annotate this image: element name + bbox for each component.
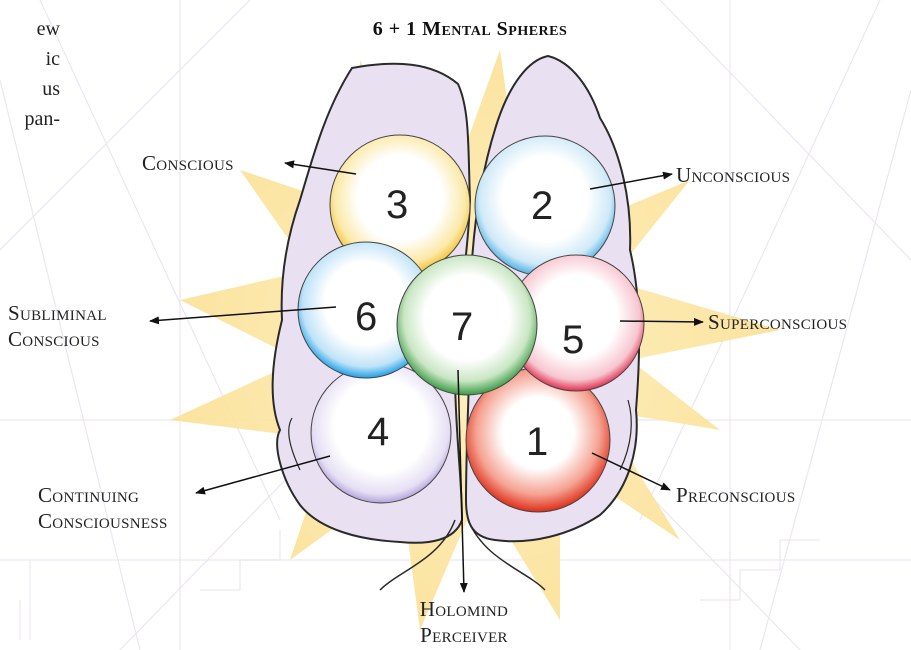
label-superconscious: Superconscious (708, 309, 847, 335)
side-text-line: pan- (0, 104, 60, 134)
sphere-4-number: 4 (367, 410, 389, 454)
label-line: Continuing (38, 482, 168, 508)
side-text-line: us (0, 74, 60, 104)
label-conscious: Conscious (142, 150, 234, 176)
label-line: Holomind (394, 596, 534, 622)
diagram-title: 6 + 1 Mental Spheres (300, 18, 640, 41)
label-holomind-perceiver: Holomind Perceiver (394, 596, 534, 648)
sphere-3-number: 3 (386, 183, 408, 227)
side-text-line: ew (0, 14, 60, 44)
label-unconscious: Unconscious (676, 162, 790, 188)
sphere-2-number: 2 (531, 184, 553, 228)
label-preconscious: Preconscious (676, 482, 795, 508)
sphere-5-number: 5 (562, 318, 584, 362)
label-subliminal-conscious: Subliminal Conscious (8, 300, 107, 352)
sphere-7-number: 7 (451, 305, 473, 349)
label-continuing-consciousness: Continuing Consciousness (38, 482, 168, 534)
sphere-7: 7 (397, 255, 537, 395)
label-line: Perceiver (394, 622, 534, 648)
arrow-superconscious (620, 321, 703, 322)
label-line: Consciousness (38, 508, 168, 534)
sphere-1-number: 1 (526, 420, 548, 464)
label-line: Conscious (8, 326, 107, 352)
cut-off-side-text: ew ic us pan- (0, 14, 60, 134)
sphere-2: 2 (475, 136, 615, 276)
label-line: Subliminal (8, 300, 107, 326)
sphere-6-number: 6 (355, 295, 377, 339)
side-text-line: ic (0, 44, 60, 74)
